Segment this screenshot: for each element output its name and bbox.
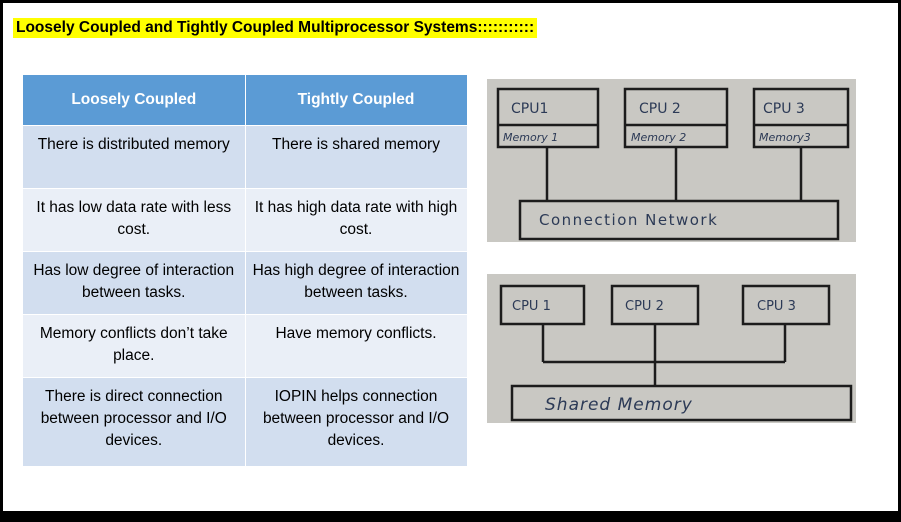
table-cell: IOPIN helps connection between processor… [245,377,468,466]
header-tightly-coupled: Tightly Coupled [245,75,468,126]
table-cell: Has high degree of interaction between t… [245,251,468,315]
table-row: There is distributed memory There is sha… [23,125,468,189]
table-cell: Memory conflicts don’t take place. [23,314,246,378]
cpu2-label: CPU 2 [639,101,681,117]
table-cell: Has low degree of interaction between ta… [23,251,246,315]
cpu1-label: CPU 1 [512,299,551,314]
table-header-row: Loosely Coupled Tightly Coupled [23,75,468,126]
table-cell: There is distributed memory [23,125,246,189]
table-cell: There is direct connection between proce… [23,377,246,466]
cpu1-label: CPU1 [511,101,548,117]
table-row: Has low degree of interaction between ta… [23,251,468,315]
connection-network-box [518,199,840,241]
memory1-label: Memory 1 [503,131,558,144]
table-cell: Have memory conflicts. [245,314,468,378]
table-cell: It has high data rate with high cost. [245,188,468,252]
memory2-label: Memory 2 [631,131,686,144]
table-cell: There is shared memory [245,125,468,189]
slide: Loosely Coupled and Tightly Coupled Mult… [3,3,898,511]
table-row: Memory conflicts don’t take place. Have … [23,314,468,378]
network-label: Connection Network [539,211,718,229]
cpu3-label: CPU 3 [757,299,796,314]
slide-title: Loosely Coupled and Tightly Coupled Mult… [13,18,538,38]
table-row: There is direct connection between proce… [23,377,468,466]
shared-memory-box [510,384,853,422]
memory3-label: Memory3 [759,131,811,144]
tightly-coupled-diagram: CPU 1 CPU 2 CPU 3 Shared Memory [487,274,856,423]
loosely-coupled-diagram: CPU1 CPU 2 CPU 3 Memory 1 Memory 2 Memor… [487,79,856,242]
comparison-table: Loosely Coupled Tightly Coupled There is… [23,75,468,466]
table-cell: It has low data rate with less cost. [23,188,246,252]
table-row: It has low data rate with less cost. It … [23,188,468,252]
cpu3-label: CPU 3 [763,101,805,117]
shared-memory-label: Shared Memory [545,395,693,415]
cpu2-label: CPU 2 [625,299,664,314]
header-loosely-coupled: Loosely Coupled [23,75,246,126]
